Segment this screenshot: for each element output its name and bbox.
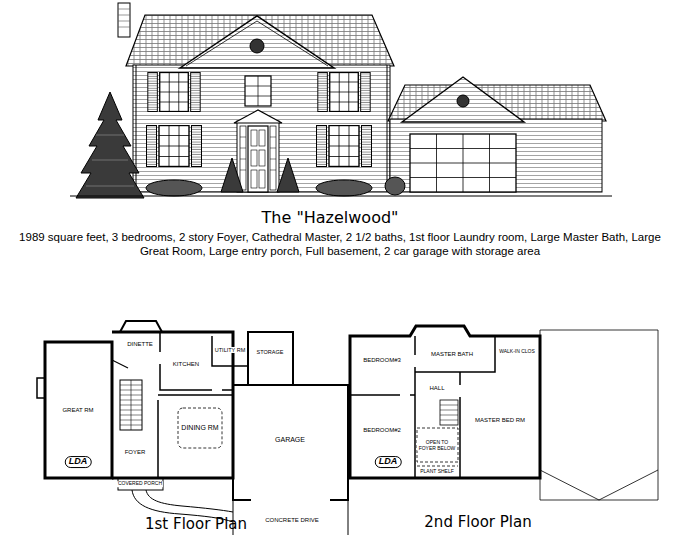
room-label: MASTER BATH	[430, 351, 474, 358]
room-label: DINING RM	[180, 424, 219, 432]
room-label: OPEN TO FOYER BELOW	[417, 440, 457, 451]
room-label: KITCHEN	[172, 361, 200, 368]
logo-text: LDA	[375, 456, 402, 468]
room-label: MASTER BED RM	[474, 417, 526, 424]
room-label: DINETTE	[126, 341, 154, 348]
plan-caption: 1st Floor Plan	[144, 516, 248, 533]
plan-caption: 2nd Floor Plan	[423, 514, 532, 531]
room-label: COVERED PORCH	[117, 481, 163, 487]
room-label: UTILITY RM	[214, 347, 246, 353]
plan-title: The "Hazelwood"	[0, 208, 660, 227]
plan-description: 1989 square feet, 3 bedrooms, 2 story Fo…	[4, 230, 676, 258]
room-label: HALL	[428, 385, 445, 392]
room-label: STORAGE	[256, 349, 285, 355]
room-label: GREAT RM	[61, 407, 94, 414]
room-label: CONCRETE DRIVE	[264, 517, 320, 524]
logo-text: LDA	[65, 456, 92, 468]
room-label: BEDROOM#2	[362, 427, 402, 434]
room-label: BEDROOM#3	[362, 357, 402, 364]
room-label: PLANT SHELF	[419, 469, 455, 475]
room-label: GARAGE	[274, 436, 306, 444]
room-label: WALK-IN CLOS	[498, 349, 536, 355]
room-label: FOYER	[124, 449, 147, 456]
